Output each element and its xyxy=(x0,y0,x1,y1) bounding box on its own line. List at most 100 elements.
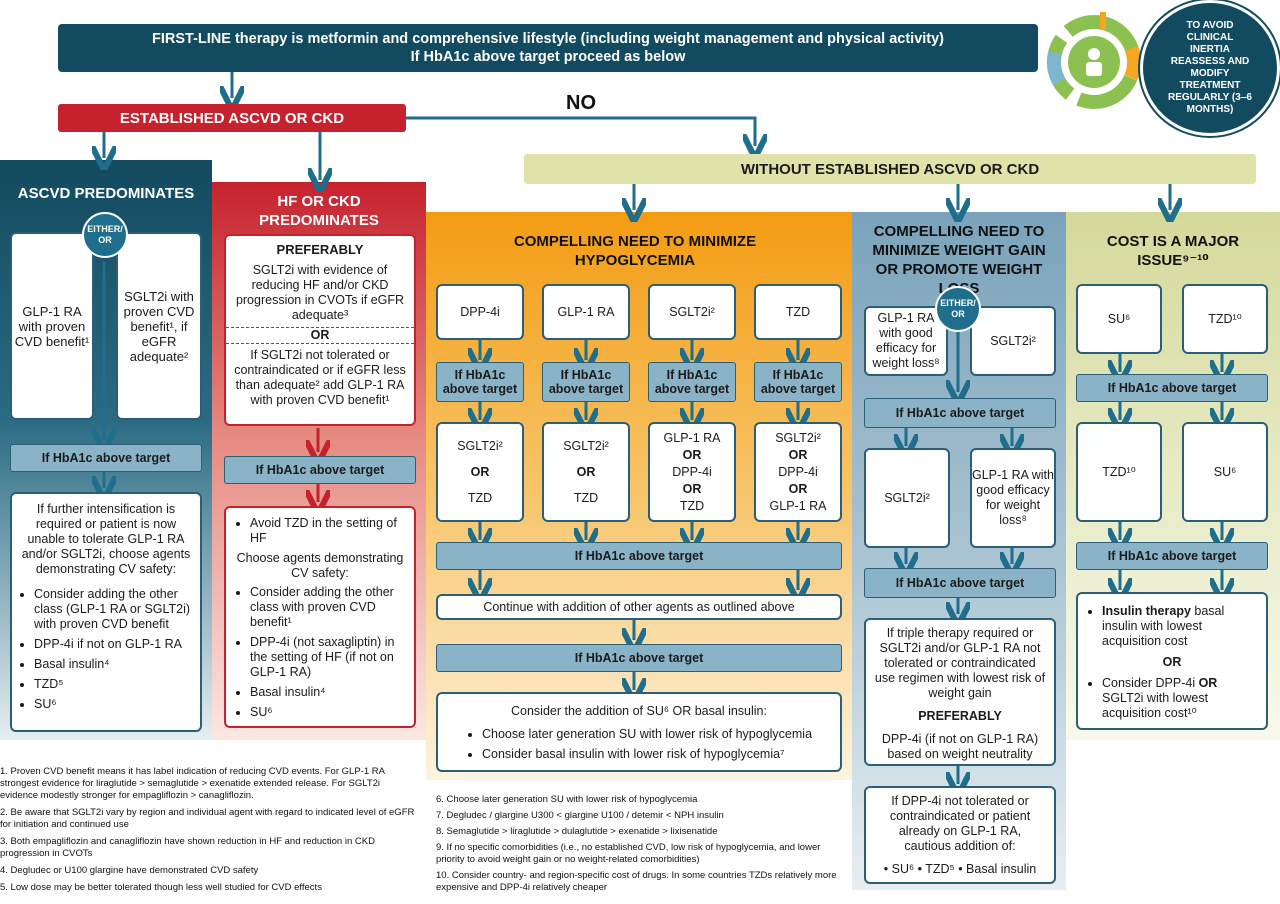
hf-bullets: Consider adding the other class with pro… xyxy=(234,585,406,720)
hypo-second-or: OR xyxy=(788,447,808,462)
hypo-hba1c-wide-text-2: If HbA1c above target xyxy=(574,651,704,665)
hypo-second-item: GLP-1 RA xyxy=(769,498,827,513)
footnote: 1. Proven CVD benefit means it has label… xyxy=(0,766,385,801)
without-ascvd-ckd-bar: WITHOUT ESTABLISHED ASCVD OR CKD xyxy=(524,154,1256,184)
cost-title: COST IS A MAJOR ISSUE⁹⁻¹⁰ xyxy=(1106,233,1240,269)
weight-glp1-second-text: GLP-1 RA with good efficacy for weight l… xyxy=(972,468,1054,527)
cost-insulin-rest: basal insulin with lowest acquisition co… xyxy=(1102,604,1225,648)
weight-hba1c-bar-2: If HbA1c above target xyxy=(864,568,1056,598)
footnotes-left: 1. Proven CVD benefit means it has label… xyxy=(0,766,420,894)
cost-consider-or: OR xyxy=(1198,676,1218,690)
hypo-second-box: SGLT2i² OR TZD xyxy=(436,422,524,522)
hf-hba1c-text: If HbA1c above target xyxy=(255,463,385,477)
weight-hba1c-text: If HbA1c above target xyxy=(895,406,1025,420)
first-line-hba1c: If HbA1c above target proceed as below xyxy=(410,49,686,65)
hf-bullet: DPP-4i (not saxagliptin) in the setting … xyxy=(250,635,406,680)
hypo-second-box: SGLT2i² OR DPP-4i OR GLP-1 RA xyxy=(754,422,842,522)
footnote: 9. If no specific comorbidities (i.e., n… xyxy=(436,842,821,865)
footnote: 8. Semaglutide > liraglutide > dulagluti… xyxy=(436,826,718,837)
ascvd-sglt2-text: SGLT2i with proven CVD benefit¹, if eGFR… xyxy=(123,288,195,364)
cost-tzd-second-text: TZD¹⁰ xyxy=(1102,464,1136,479)
hf-avoid-list: Avoid TZD in the setting of HF xyxy=(234,516,406,546)
ascvd-bullet: SU⁶ xyxy=(34,697,194,712)
hypo-drug-box: SGLT2i² xyxy=(648,284,736,340)
hypo-consider-text: Consider the addition of SU⁶ OR basal in… xyxy=(511,704,767,718)
weight-sglt2-box: SGLT2i² xyxy=(970,306,1056,376)
weight-glp1-box: GLP-1 RA with good efficacy for weight l… xyxy=(864,306,948,376)
ascvd-bullet: Consider adding the other class (GLP-1 R… xyxy=(34,587,194,632)
hf-alt-text: If SGLT2i not tolerated or contraindicat… xyxy=(234,348,406,407)
cost-su-box: SU⁶ xyxy=(1076,284,1162,354)
weight-glp1-second-box: GLP-1 RA with good efficacy for weight l… xyxy=(970,448,1056,548)
weight-sglt2-text: SGLT2i² xyxy=(990,333,1036,348)
weight-triple-box: If triple therapy required or SGLT2i and… xyxy=(864,618,1056,766)
hypo-bullets: Choose later generation SU with lower ri… xyxy=(452,727,826,762)
inertia-text: TO AVOID CLINICAL INERTIA REASSESS AND M… xyxy=(1168,20,1252,115)
hypo-drug-text: TZD xyxy=(785,304,811,319)
hf-choose-text: Choose agents demonstrating CV safety: xyxy=(236,551,404,580)
weight-preferably: PREFERABLY xyxy=(918,709,1002,723)
weight-dpp-text: DPP-4i (if not on GLP-1 RA) based on wei… xyxy=(881,732,1039,761)
weight-triple-text: If triple therapy required or SGLT2i and… xyxy=(874,626,1046,700)
hypo-hba1c-bar: If HbA1c above target xyxy=(436,362,524,402)
cost-hba1c-text-2: If HbA1c above target xyxy=(1107,549,1237,563)
weight-final-text: If DPP-4i not tolerated or contraindicat… xyxy=(889,794,1031,853)
cost-consider: Consider DPP-4i xyxy=(1102,676,1199,690)
hypo-second-or: OR xyxy=(576,465,596,479)
inertia-circle: TO AVOID CLINICAL INERTIA REASSESS AND M… xyxy=(1140,0,1280,136)
cost-tzd-text: TZD¹⁰ xyxy=(1208,311,1242,326)
hypo-second-item: TZD xyxy=(467,491,493,505)
ascvd-bullet: DPP-4i if not on GLP-1 RA xyxy=(34,637,194,652)
hypo-drug-text: SGLT2i² xyxy=(669,304,715,319)
hypo-title: COMPELLING NEED TO MINIMIZE HYPOGLYCEMIA xyxy=(513,233,757,269)
hf-preferably-box: PREFERABLY SGLT2i with evidence of reduc… xyxy=(224,234,416,426)
footnotes-right: 6. Choose later generation SU with lower… xyxy=(436,794,846,894)
hf-preferably: PREFERABLY xyxy=(276,242,364,257)
weight-sglt2-second-text: SGLT2i² xyxy=(884,490,930,505)
weight-final-box: If DPP-4i not tolerated or contraindicat… xyxy=(864,786,1056,884)
hypo-drug-box: DPP-4i xyxy=(436,284,524,340)
hypo-second-item: DPP-4i xyxy=(672,464,712,479)
weight-hba1c-text-2: If HbA1c above target xyxy=(895,576,1025,590)
cost-tzd-second-box: TZD¹⁰ xyxy=(1076,422,1162,522)
footnote: 5. Low dose may be better tolerated thou… xyxy=(0,882,322,893)
hypo-second-box: SGLT2i² OR TZD xyxy=(542,422,630,522)
cost-insulin-item: Insulin therapy basal insulin with lowes… xyxy=(1102,604,1256,649)
ascvd-intensify-box: If further intensification is required o… xyxy=(10,492,202,732)
ascvd-glp1-box: GLP-1 RA with proven CVD benefit¹ xyxy=(10,232,94,420)
ascvd-bullet: TZD⁵ xyxy=(34,677,194,692)
hypo-hba1c-bar: If HbA1c above target xyxy=(542,362,630,402)
weight-sglt2-second-box: SGLT2i² xyxy=(864,448,950,548)
hypo-hba1c-wide-bar-2: If HbA1c above target xyxy=(436,644,842,672)
established-ascvd-ckd-bar: ESTABLISHED ASCVD OR CKD xyxy=(58,104,406,132)
weight-hba1c-bar: If HbA1c above target xyxy=(864,398,1056,428)
without-label: WITHOUT ESTABLISHED ASCVD OR CKD xyxy=(740,160,1040,178)
hypo-drug-box: GLP-1 RA xyxy=(542,284,630,340)
hypo-continue-box: Continue with addition of other agents a… xyxy=(436,594,842,620)
footnote: 3. Both empagliflozin and canagliflozin … xyxy=(0,836,375,859)
hypo-second-or: OR xyxy=(682,481,702,496)
first-line-banner: FIRST-LINE therapy is metformin and comp… xyxy=(58,24,1038,72)
first-line-text: FIRST-LINE therapy is metformin and comp… xyxy=(151,31,945,47)
ascvd-either-text: EITHER/ OR xyxy=(87,224,123,245)
hf-title: HF OR CKD PREDOMINATES xyxy=(259,193,379,229)
hypo-continue-text: Continue with addition of other agents a… xyxy=(483,599,795,614)
cost-hba1c-text: If HbA1c above target xyxy=(1107,381,1237,395)
hypo-hba1c-text: If HbA1c above target xyxy=(654,368,730,396)
cost-insulin-bold: Insulin therapy xyxy=(1102,604,1191,618)
ascvd-sglt2-box: SGLT2i with proven CVD benefit¹, if eGFR… xyxy=(116,232,202,420)
cycle-icon xyxy=(1044,12,1144,112)
hypo-consider-box: Consider the addition of SU⁶ OR basal in… xyxy=(436,692,842,772)
footnote: 4. Degludec or U100 glargine have demons… xyxy=(0,865,259,876)
cost-list-2: Consider DPP-4i OR SGLT2i with lowest ac… xyxy=(1088,676,1256,721)
weight-glp1-text: GLP-1 RA with good efficacy for weight l… xyxy=(872,311,940,370)
hf-bullet: SU⁶ xyxy=(250,705,406,720)
hypo-second-item: SGLT2i² xyxy=(563,439,609,453)
cost-consider-rest: SGLT2i with lowest acquisition cost¹⁰ xyxy=(1102,691,1209,720)
hypo-hba1c-bar: If HbA1c above target xyxy=(648,362,736,402)
established-label: ESTABLISHED ASCVD OR CKD xyxy=(119,109,345,127)
hf-hba1c-bar: If HbA1c above target xyxy=(224,456,416,484)
hypo-second-item: GLP-1 RA xyxy=(663,430,721,445)
hypo-hba1c-text: If HbA1c above target xyxy=(760,368,836,396)
hypo-second-box: GLP-1 RA OR DPP-4i OR TZD xyxy=(648,422,736,522)
